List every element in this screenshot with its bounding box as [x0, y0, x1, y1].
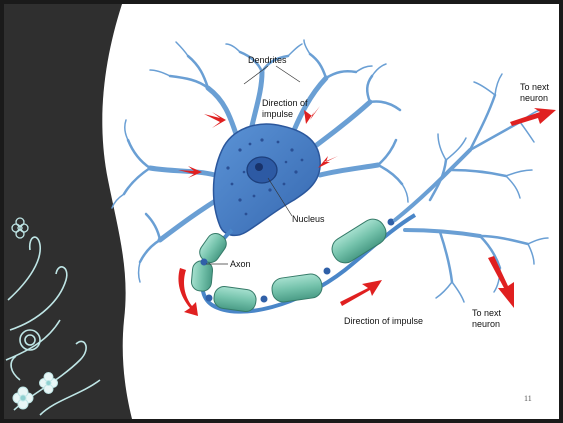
label-direction-bottom: Direction of impulse [344, 316, 423, 326]
page-number: 11 [524, 394, 532, 403]
label-nucleus: Nucleus [292, 214, 325, 224]
label-dendrites: Dendrites [248, 55, 287, 65]
label-to-next-neuron-bottom: To next neuron [472, 308, 504, 329]
nucleus [247, 157, 277, 183]
label-axon: Axon [230, 259, 251, 269]
content-area [102, 4, 559, 419]
label-to-next-neuron-top: To next neuron [520, 82, 552, 103]
nucleolus [255, 163, 263, 171]
